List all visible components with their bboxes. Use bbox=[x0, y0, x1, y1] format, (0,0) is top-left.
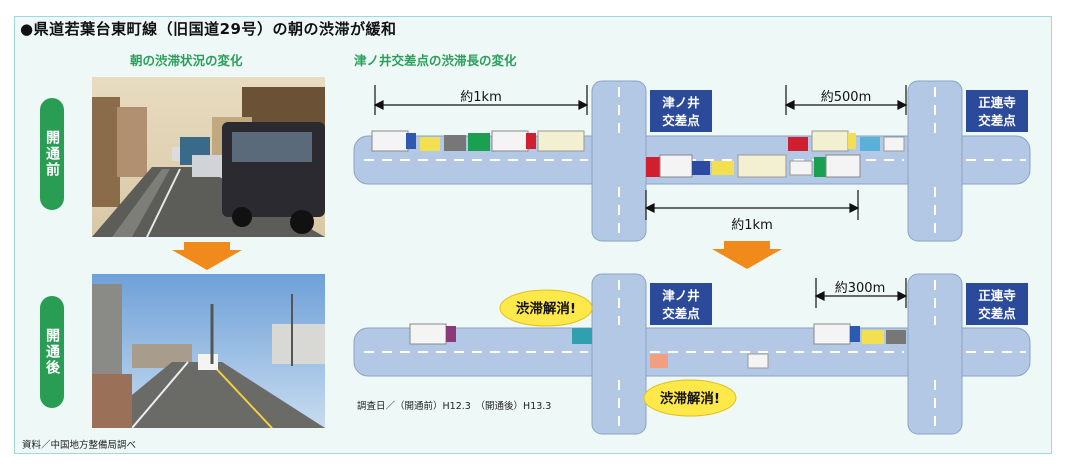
right-section-title: 津ノ井交差点の渋滞長の変化 bbox=[354, 53, 517, 68]
left-arrow-icon bbox=[172, 242, 242, 270]
shorenji-label-line1: 正連寺 bbox=[978, 95, 1016, 110]
relief-badge-top-text: 渋滞解消! bbox=[516, 300, 576, 317]
relief-badge-top bbox=[499, 289, 593, 327]
tsunoi-label-line1: 津ノ井 bbox=[662, 95, 700, 110]
survey-note: 調査日／（開通前）H12.3 （開通後）H13.3 bbox=[357, 401, 552, 412]
source-note: 資料／中国地方整備局調べ bbox=[22, 440, 137, 451]
right-arrow-icon bbox=[712, 241, 782, 269]
before-east-far-queue-length: 約500m bbox=[821, 90, 871, 105]
after-diagram: 津ノ井 交差点 正連寺 交差点 約300m 渋滞解消! 渋滞解消! bbox=[353, 273, 1031, 435]
shorenji-label-after-line2: 交差点 bbox=[978, 306, 1016, 321]
tsunoi-label-after-line1: 津ノ井 bbox=[662, 288, 700, 303]
queue-east-far bbox=[788, 130, 905, 152]
tsunoi-label-after-line2: 交差点 bbox=[662, 306, 700, 321]
vehicles-after bbox=[409, 323, 906, 369]
before-diagram: 津ノ井 交差点 正連寺 交差点 約1km 約500m 約1km bbox=[353, 80, 1031, 242]
after-label: 開通後 bbox=[40, 296, 64, 408]
queue-east-near bbox=[646, 154, 861, 178]
before-label: 開通前 bbox=[40, 98, 64, 210]
before-photo bbox=[92, 77, 325, 237]
after-east-queue-length: 約300m bbox=[835, 281, 885, 296]
left-section-title: 朝の渋滞状況の変化 bbox=[130, 53, 243, 68]
before-west-queue-length: 約1km bbox=[460, 90, 501, 105]
after-photo bbox=[92, 274, 325, 428]
relief-badge-bottom-text: 渋滞解消! bbox=[660, 390, 720, 407]
before-east-near-queue-length: 約1km bbox=[731, 218, 772, 233]
shorenji-label-line2: 交差点 bbox=[978, 113, 1016, 128]
relief-badge-bottom bbox=[643, 379, 737, 417]
shorenji-label-after-line1: 正連寺 bbox=[978, 288, 1016, 303]
tsunoi-label-line2: 交差点 bbox=[662, 113, 700, 128]
figure-title: ●県道若葉台東町線（旧国道29号）の朝の渋滞が緩和 bbox=[20, 20, 397, 38]
queue-west bbox=[371, 130, 585, 152]
